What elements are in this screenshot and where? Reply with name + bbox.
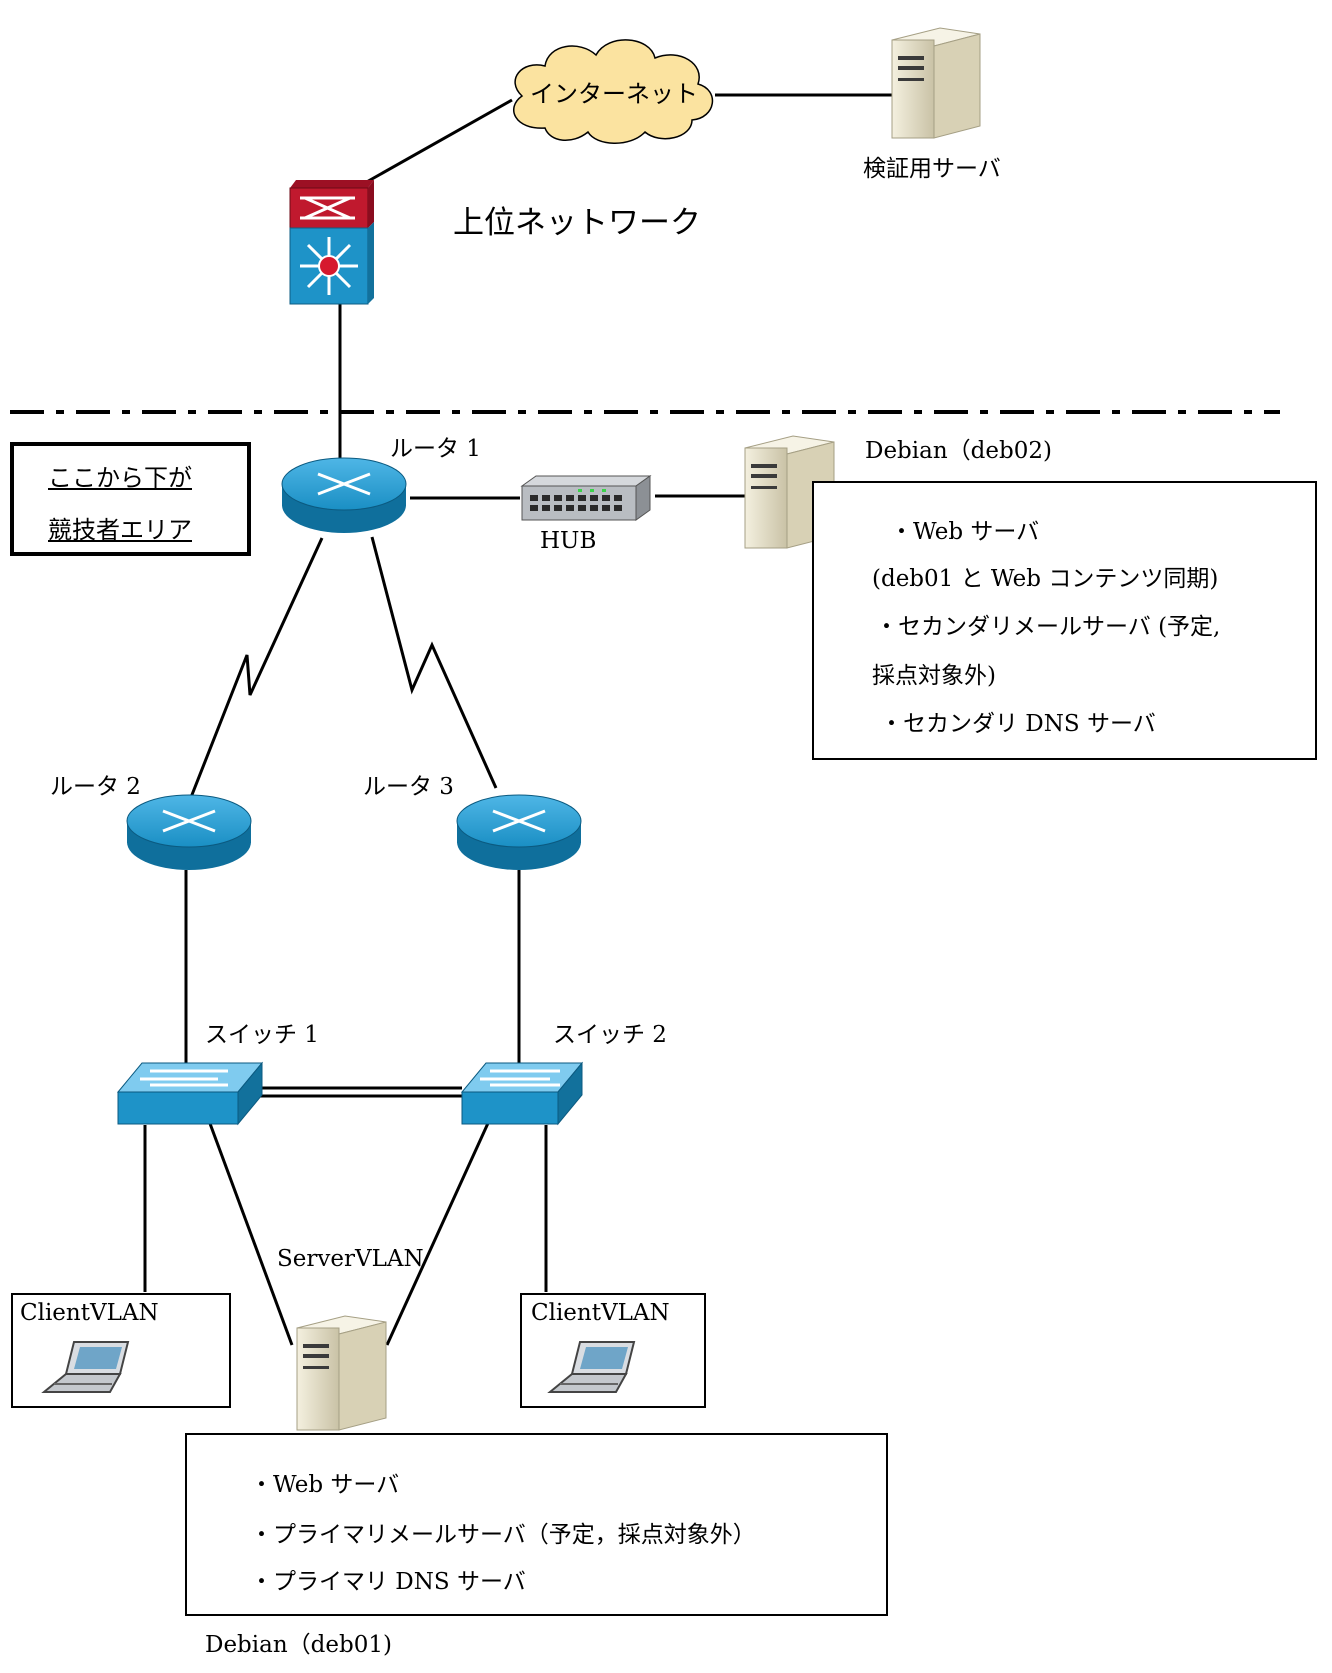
deb02-title: Debian（deb02) bbox=[865, 438, 1052, 464]
hub-icon bbox=[520, 475, 652, 521]
competitor-area-notice: ここから下が 競技者エリア bbox=[10, 442, 251, 556]
deb01-item-1: ・Web サーバ bbox=[250, 1472, 400, 1498]
line-router1-router2 bbox=[184, 537, 324, 811]
notice-line-2: 競技者エリア bbox=[48, 516, 192, 544]
router3-icon bbox=[456, 794, 582, 870]
line-switch2-deb01 bbox=[385, 1109, 496, 1346]
notice-line-1: ここから下が bbox=[48, 464, 192, 492]
hub-label: HUB bbox=[540, 528, 597, 554]
router2-icon bbox=[126, 794, 252, 870]
internet-label: インターネット bbox=[530, 80, 698, 108]
laptop-right-icon bbox=[547, 1341, 636, 1393]
client-vlan-right-label: ClientVLAN bbox=[531, 1300, 670, 1326]
laptop-left-icon bbox=[41, 1341, 130, 1393]
line-core-internet bbox=[355, 98, 513, 190]
verify-server-label: 検証用サーバ bbox=[863, 156, 1001, 182]
deb02-item-1: ・Web サーバ bbox=[890, 519, 1040, 545]
switch1-icon bbox=[116, 1061, 264, 1126]
router1-icon bbox=[281, 457, 407, 533]
verify-server-icon bbox=[891, 27, 981, 139]
switch1-label: スイッチ 1 bbox=[205, 1022, 319, 1048]
switch2-icon bbox=[460, 1061, 584, 1126]
router3-label: ルータ 3 bbox=[363, 774, 454, 800]
router1-label: ルータ 1 bbox=[390, 436, 481, 462]
deb02-services-box bbox=[812, 481, 1317, 760]
upper-network-label: 上位ネットワーク bbox=[453, 205, 701, 241]
core-firewall-icon bbox=[289, 180, 374, 305]
internet-cloud-icon bbox=[513, 39, 714, 144]
deb02-item-2: (deb01 と Web コンテンツ同期) bbox=[872, 566, 1219, 592]
deb01-item-2: ・プライマリメールサーバ（予定，採点対象外） bbox=[250, 1522, 756, 1548]
connection-lines bbox=[143, 93, 895, 1346]
deb02-item-4: 採点対象外) bbox=[872, 663, 996, 689]
deb01-server-icon bbox=[296, 1315, 387, 1431]
deb01-title: Debian（deb01) bbox=[205, 1632, 392, 1658]
server-vlan-label: ServerVLAN bbox=[277, 1246, 424, 1272]
line-switch1-deb01 bbox=[203, 1109, 294, 1346]
switch2-label: スイッチ 2 bbox=[553, 1022, 667, 1048]
line-router1-router3 bbox=[370, 536, 498, 789]
deb02-item-5: ・セカンダリ DNS サーバ bbox=[880, 711, 1156, 737]
client-vlan-left-label: ClientVLAN bbox=[20, 1300, 159, 1326]
deb01-item-3: ・プライマリ DNS サーバ bbox=[250, 1569, 526, 1595]
deb02-item-3: ・セカンダリメールサーバ (予定, bbox=[875, 614, 1221, 640]
deb01-services-box bbox=[185, 1433, 888, 1616]
router2-label: ルータ 2 bbox=[50, 774, 141, 800]
